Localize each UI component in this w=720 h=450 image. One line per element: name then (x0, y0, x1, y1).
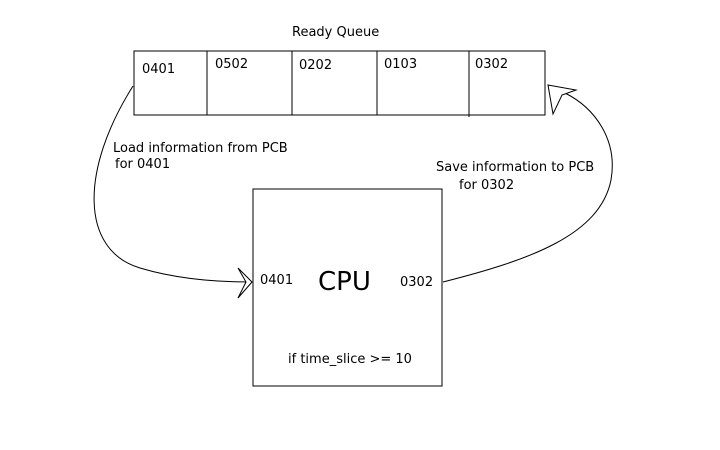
cpu-title: CPU (318, 267, 371, 297)
save-arrowhead (547, 84, 578, 116)
save-label-line2: for 0302 (459, 178, 515, 193)
load-arrow-curve (93, 85, 251, 283)
load-arrowhead (237, 267, 253, 299)
queue-cell: 0401 (142, 62, 176, 77)
queue-cell: 0502 (215, 57, 249, 72)
save-label-line1: Save information to PCB (436, 160, 595, 175)
queue-cell: 0103 (384, 57, 418, 72)
queue-cell: 0202 (299, 58, 333, 73)
cpu-condition: if time_slice >= 10 (288, 352, 412, 367)
cpu-box (252, 188, 443, 387)
cpu-incoming-process: 0401 (260, 273, 294, 288)
load-label-line1: Load information from PCB (113, 141, 288, 156)
cpu-outgoing-process: 0302 (400, 275, 434, 290)
queue-cell: 0302 (475, 57, 509, 72)
ready-queue-box (133, 50, 546, 116)
ready-queue-title: Ready Queue (292, 25, 380, 40)
save-arrow-curve (442, 92, 613, 283)
load-label-line2: for 0401 (115, 157, 171, 172)
